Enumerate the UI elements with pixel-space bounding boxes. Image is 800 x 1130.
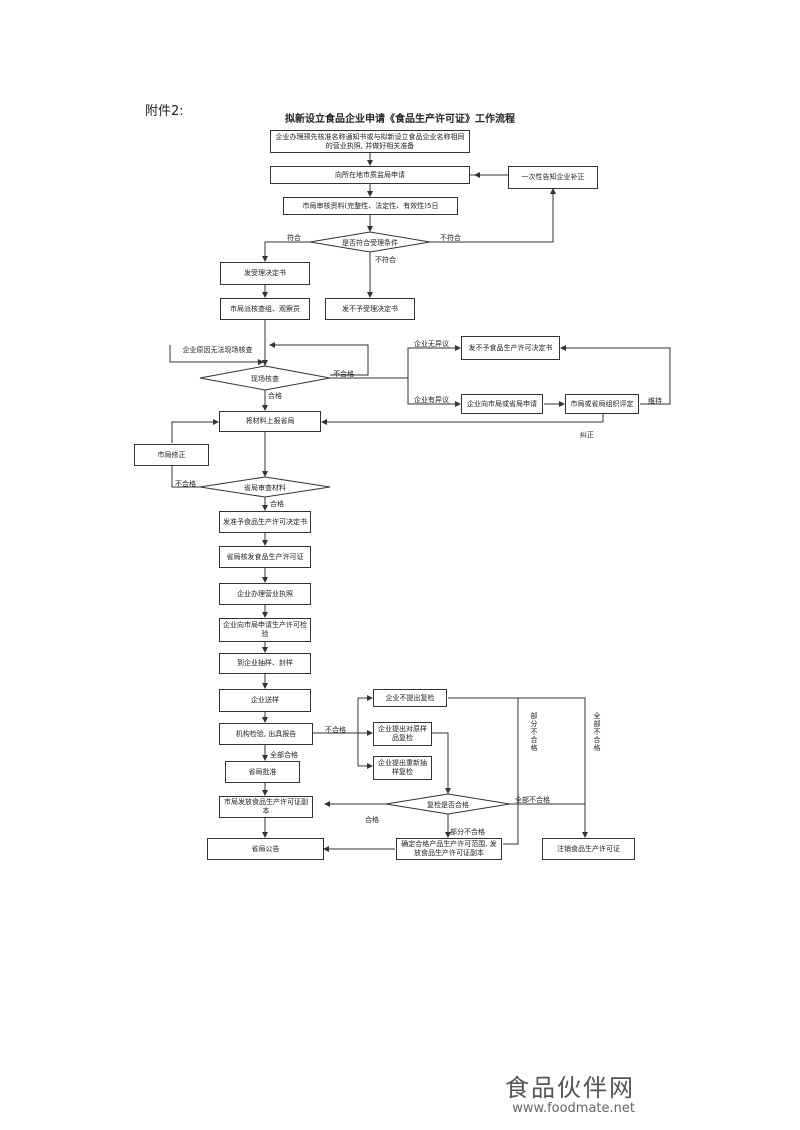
edge-label-all-pass: 全部合格	[270, 751, 298, 759]
step-issue-license: 省局核发食品生产许可证	[219, 546, 311, 568]
edge-label-no-objection: 企业无异议	[414, 340, 449, 348]
step-province-approval: 省局批准	[225, 761, 300, 783]
step-organize-evaluation: 市局或省局组织评定	[565, 394, 639, 414]
edge-label-all-fail: 全部不合格	[515, 796, 550, 804]
edge-label-fail-2: 不符合	[375, 256, 396, 264]
edge-label-partial-fail-vertical: 部分不合格	[530, 712, 538, 752]
edge-label-qualified: 合格	[268, 392, 282, 400]
edge-label-partial-fail: 部分不合格	[450, 828, 485, 836]
step-issue-license-denial: 发不予食品生产许可决定书	[461, 336, 560, 360]
step-no-recheck: 企业不提出复检	[373, 689, 447, 707]
step-issue-acceptance: 发受理决定书	[220, 262, 310, 285]
edge-label-pass: 符合	[287, 234, 301, 242]
decision-accept-label: 是否符合受理条件	[342, 239, 398, 247]
edge-label-all-fail-vertical: 全部不合格	[593, 712, 601, 752]
edge-label-qualified-3: 合格	[365, 816, 379, 824]
step-send-sample: 企业送样	[219, 689, 311, 712]
edge-label-correct: 纠正	[580, 431, 594, 439]
attachment-label: 附件2:	[145, 104, 184, 119]
step-recheck-original: 企业提出对原样品复检	[373, 722, 432, 746]
edge-label-unqualified-2: 不合格	[175, 480, 196, 488]
edge-label-qualified-2: 合格	[270, 500, 284, 508]
step-province-announce: 省局公告	[207, 838, 324, 860]
step-submit-province: 将材料上报省局	[219, 411, 321, 432]
step-issue-copy: 市局发放食品生产许可证副本	[219, 796, 313, 818]
step-dispatch-inspectors: 市局派核查组、观察员	[220, 298, 310, 320]
note-onsite-impossible: 企业原因无法现场核查	[182, 345, 253, 354]
decision-recheck-label: 复检是否合格	[427, 801, 469, 809]
step-lab-report: 机构检验, 出具报告	[219, 723, 313, 745]
decision-review-label: 省局审查材料	[244, 484, 286, 492]
step-company-appeal: 企业向市局或省局申请	[461, 394, 543, 414]
edge-label-objection: 企业有异议	[414, 396, 449, 404]
step-issue-rejection: 发不予受理决定书	[325, 298, 415, 320]
step-sampling: 到企业抽样、封样	[219, 653, 311, 674]
step-recheck-resample: 企业提出重新抽样复检	[373, 756, 432, 780]
step-partial-range: 确定合格产品生产许可范围, 发放食品生产许可证副本	[396, 838, 502, 860]
edge-label-maintain: 维持	[648, 397, 662, 405]
step-cancel-license: 注销食品生产许可证	[542, 838, 635, 860]
watermark-url: www.foodmate.net	[512, 1101, 635, 1116]
edge-label-unqualified: 不合格	[333, 370, 354, 378]
step-review-documents: 市局审核资料(完整性、法定性、有效性)5日	[283, 197, 458, 215]
step-apply-inspection: 企业向市局申请生产许可检验	[219, 618, 311, 642]
step-city-correction: 市局修正	[134, 444, 209, 466]
step-prepare-name-notice: 企业办理预先核准名称通知书或与拟新设立食品企业名称相同的营业执照, 并做好相关准…	[270, 130, 470, 153]
page-title: 拟新设立食品企业申请《食品生产许可证》工作流程	[285, 114, 515, 125]
edge-label-fail: 不符合	[440, 234, 461, 242]
step-apply-city-bureau: 向所在地市质监局申请	[270, 166, 470, 184]
step-issue-license-approval: 发准予食品生产许可决定书	[219, 511, 311, 533]
watermark: 食品伙伴网 www.foodmate.net	[505, 1068, 635, 1116]
edge-label-unqualified-3: 不合格	[325, 726, 346, 734]
step-notify-supplement: 一次性告知企业补正	[508, 166, 598, 189]
decision-onsite-label: 现场核查	[251, 375, 279, 383]
step-business-license: 企业办理营业执照	[219, 583, 311, 605]
watermark-brand: 食品伙伴网	[505, 1074, 635, 1102]
